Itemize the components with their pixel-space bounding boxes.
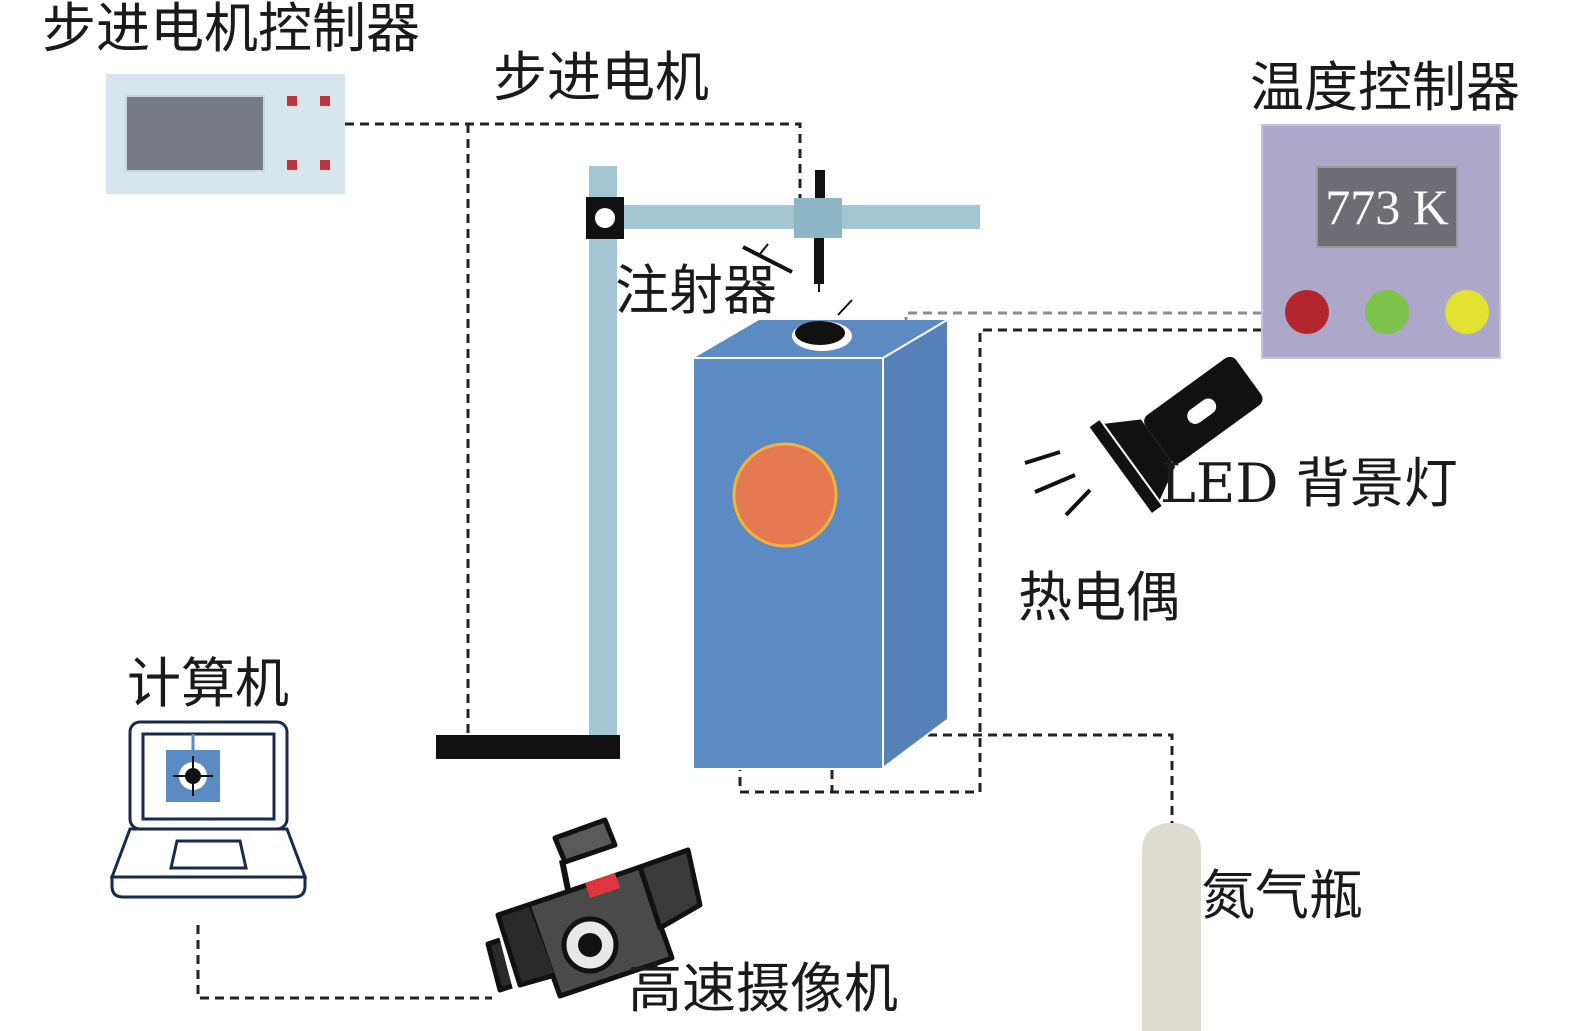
wire-stepper-controller-to-motor [345, 122, 802, 200]
label-led-backlight: LED 背景灯 [1160, 452, 1458, 515]
syringe-icon [742, 170, 825, 292]
support-stand [436, 166, 980, 759]
label-temperature-controller: 温度控制器 [1250, 56, 1520, 119]
wire-computer-to-camera [196, 925, 492, 1000]
video-camera-icon [485, 817, 703, 999]
wire-nitrogen-to-furnace [920, 733, 1174, 830]
wire-thermocouple [738, 328, 1262, 794]
flashlight-icon [1024, 356, 1263, 517]
indicator-green [1365, 290, 1409, 334]
observation-window [732, 442, 838, 548]
indicator-yellow [1445, 290, 1489, 334]
label-thermocouple: 热电偶 [1018, 566, 1180, 629]
wire-temp-controller-to-furnace-top [904, 311, 1262, 322]
furnace-chamber [694, 299, 948, 769]
label-nitrogen-bottle: 氮气瓶 [1201, 864, 1363, 927]
label-high-speed-camera: 高速摄像机 [628, 957, 898, 1020]
label-stepper-motor: 步进电机 [493, 46, 709, 109]
label-stepper-controller: 步进电机控制器 [42, 0, 420, 60]
stand-base [436, 735, 620, 759]
temperature-display: 773 K [1316, 166, 1458, 248]
stepper-controller-device [106, 74, 345, 194]
laptop-icon [109, 720, 308, 899]
connection-wires [196, 122, 1262, 1000]
stepper-controller-screen [125, 95, 265, 172]
indicator-red [1285, 290, 1329, 334]
nitrogen-bottle-icon [1142, 823, 1201, 1031]
label-computer: 计算机 [127, 652, 289, 715]
label-syringe: 注射器 [615, 259, 777, 322]
motor-slider [794, 198, 842, 238]
